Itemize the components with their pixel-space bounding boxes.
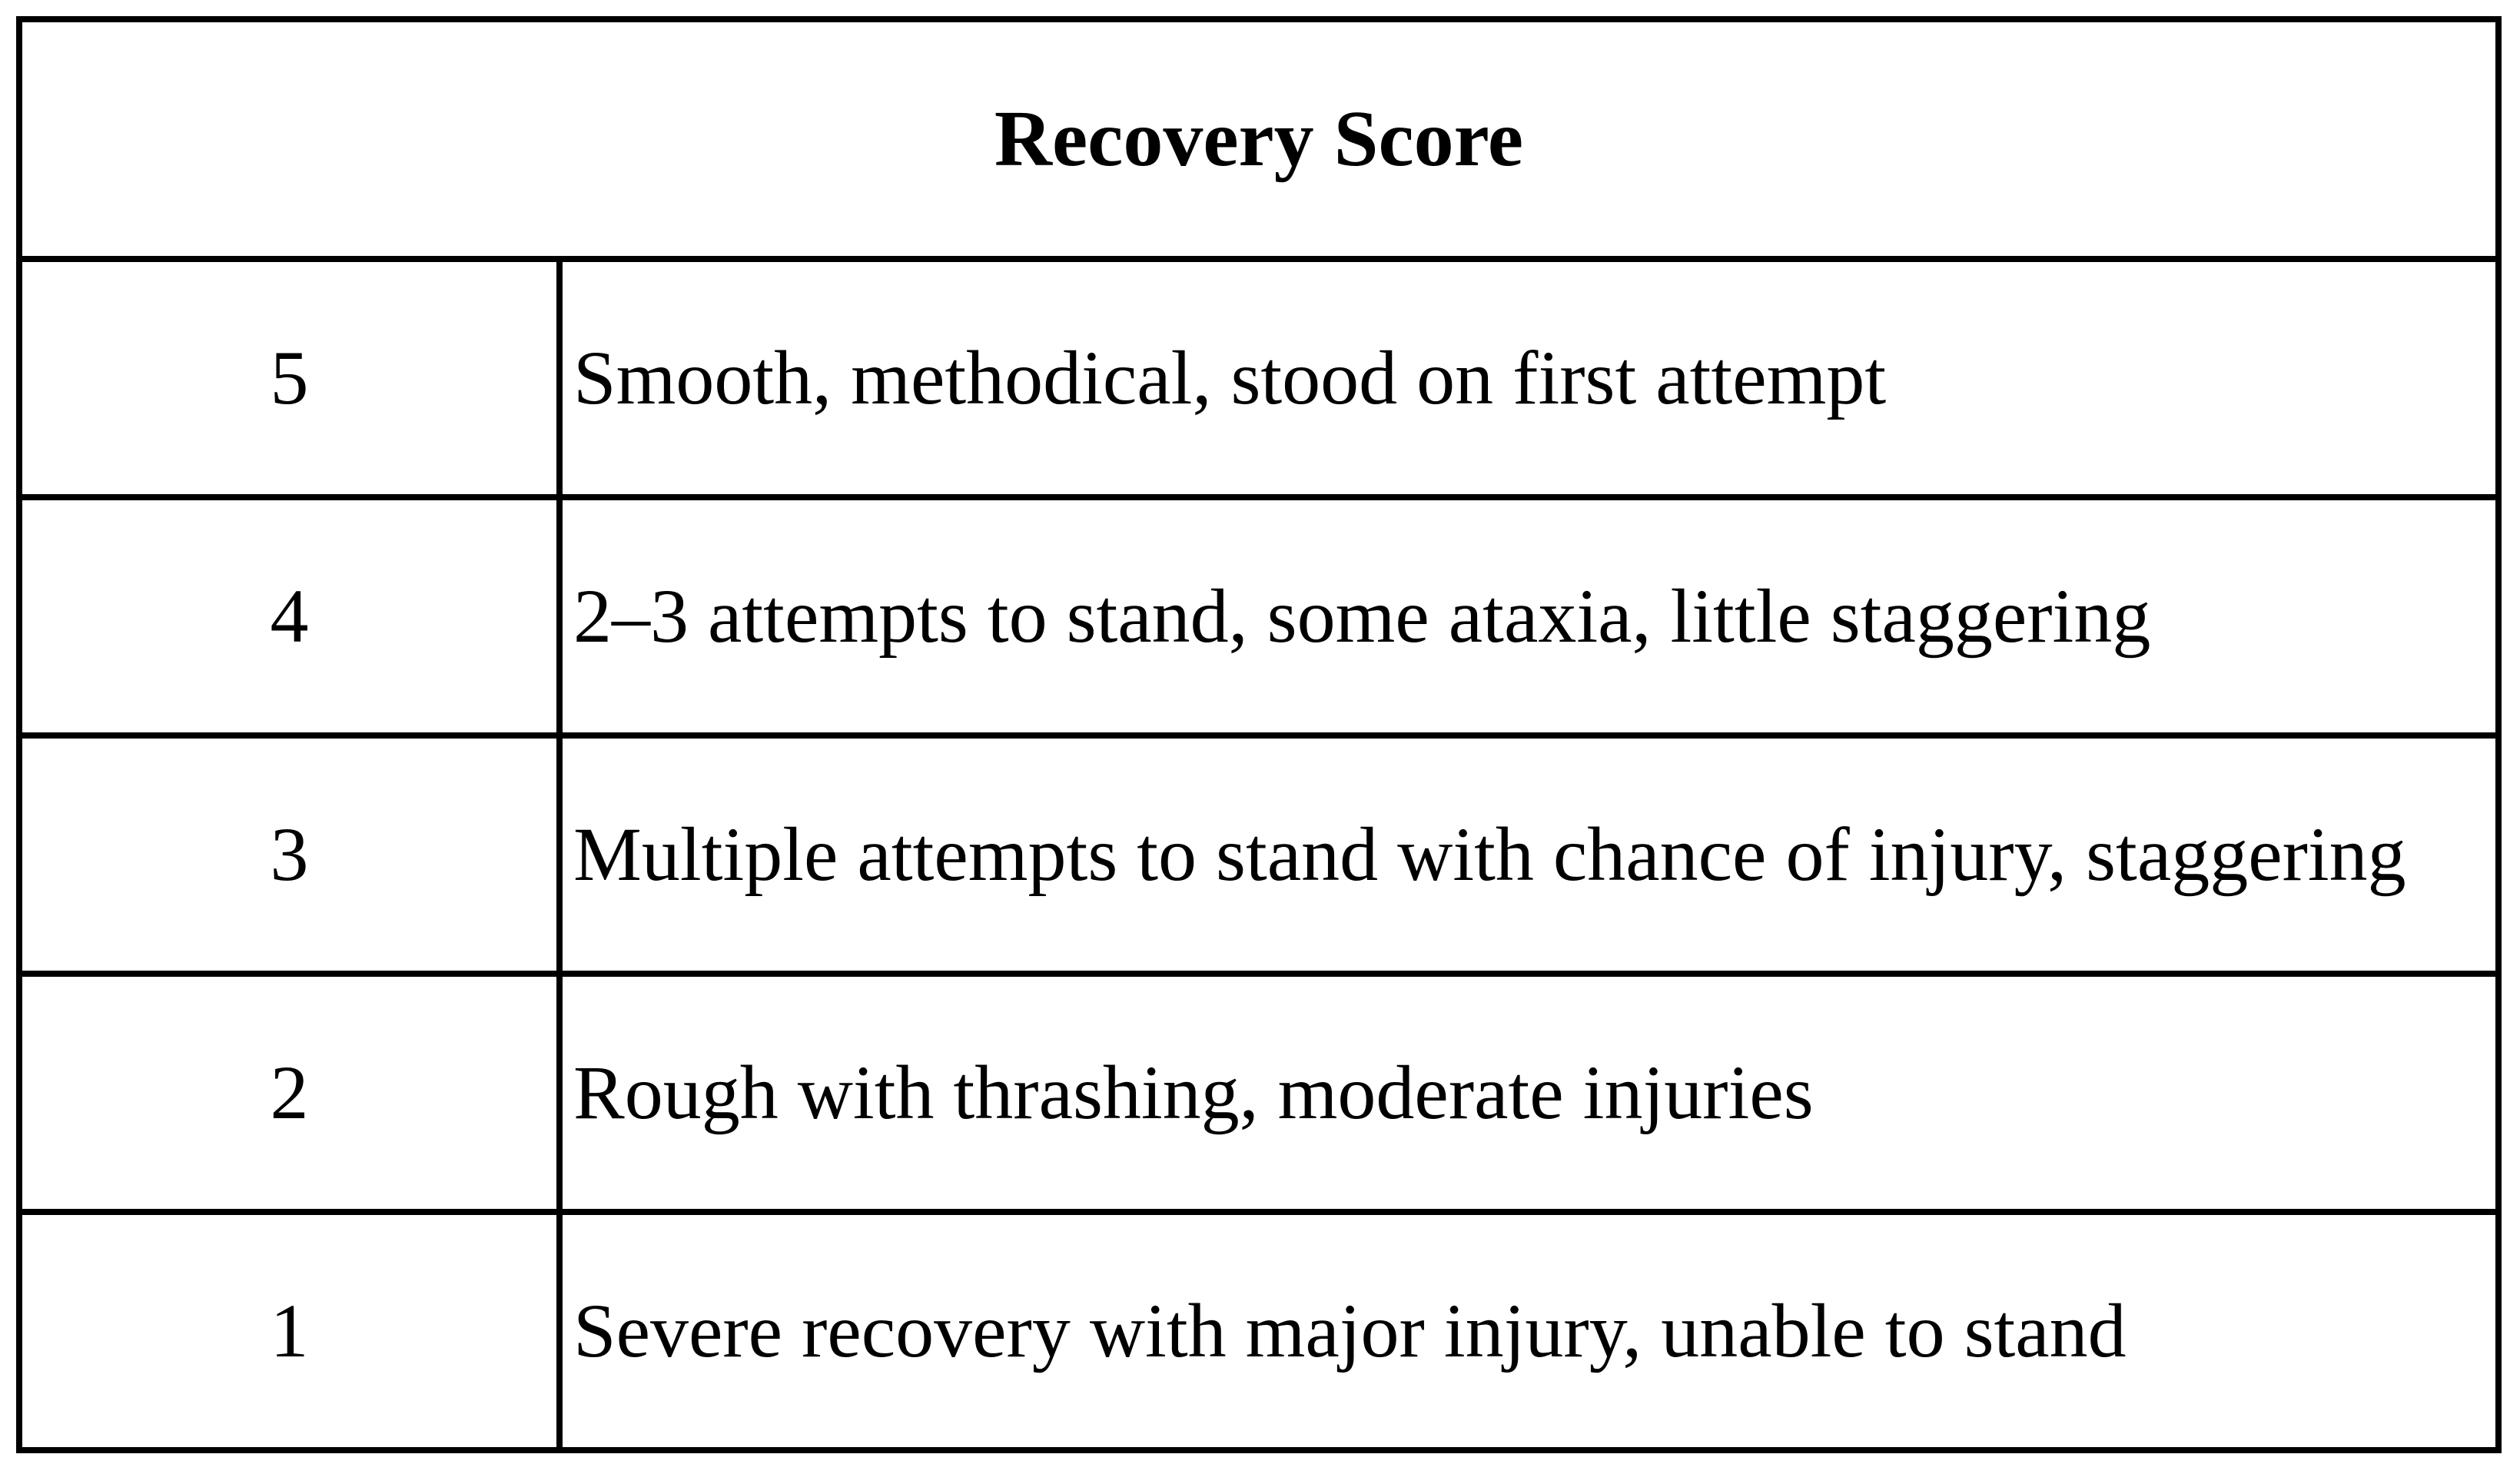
description-cell: 2–3 attempts to stand, some ataxia, litt… [573,573,2151,659]
table-title: Recovery Score [994,95,1524,183]
score-cell: 3 [22,739,563,971]
description-cell: Smooth, methodical, stood on first attem… [573,335,1887,420]
score-cell: 4 [22,500,563,732]
table-row: 3 Multiple attempts to stand with chance… [22,739,2495,977]
table-row: 1 Severe recovery with major injury, una… [22,1215,2495,1447]
table-row: 4 2–3 attempts to stand, some ataxia, li… [22,500,2495,739]
table-row: 2 Rough with thrashing, moderate injurie… [22,977,2495,1215]
score-cell: 1 [22,1215,563,1447]
description-cell: Multiple attempts to stand with chance o… [573,812,2406,897]
description-cell: Severe recovery with major injury, unabl… [573,1288,2127,1373]
score-cell: 5 [22,262,563,494]
recovery-score-table: Recovery Score 5 Smooth, methodical, sto… [16,16,2502,1453]
score-cell: 2 [22,977,563,1209]
description-cell: Rough with thrashing, moderate injuries [573,1050,1814,1135]
table-header-row: Recovery Score [22,22,2495,262]
table-row: 5 Smooth, methodical, stood on first att… [22,262,2495,500]
